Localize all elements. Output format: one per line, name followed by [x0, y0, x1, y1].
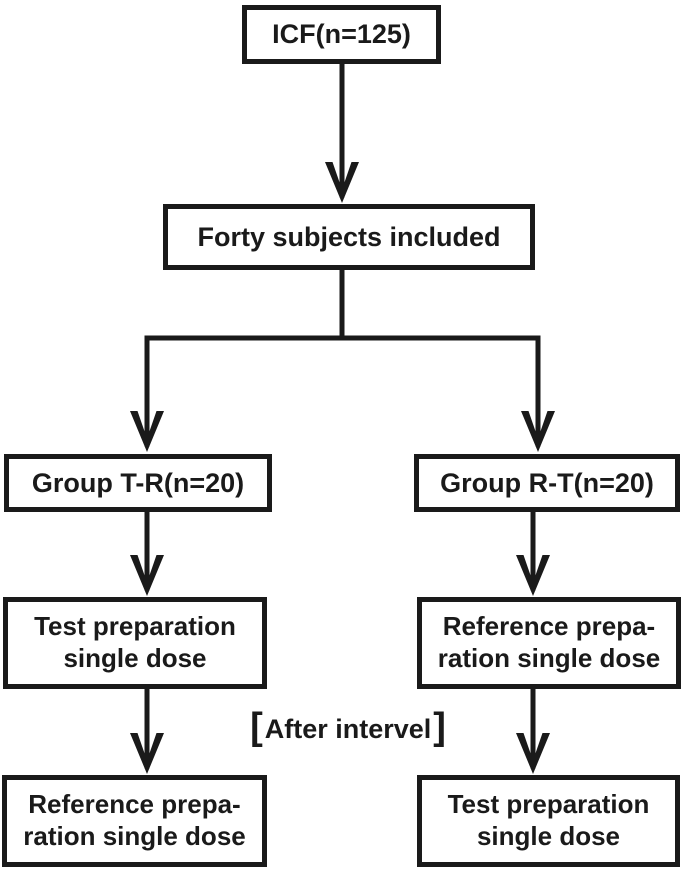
- node-group-rt-label: Group R-T(n=20): [440, 467, 654, 498]
- node-icf-label: ICF(n=125): [272, 19, 411, 50]
- node-test-preparation-second-line2: single dose: [476, 821, 621, 851]
- node-group-rt: Group R-T(n=20): [414, 454, 680, 512]
- after-interval-note-text: After intervel: [264, 713, 432, 744]
- node-group-tr: Group T-R(n=20): [4, 454, 272, 512]
- node-reference-preparation-second-line2: ration single dose: [23, 821, 246, 851]
- branch-included-to-groups: [144, 265, 541, 447]
- node-icf: ICF(n=125): [242, 5, 441, 64]
- open-bracket: [: [250, 706, 263, 748]
- node-test-preparation-second-line1: Test preparation: [447, 789, 650, 820]
- arrowhead-icon: [521, 411, 555, 452]
- node-reference-preparation-first-line1: Reference prepa-: [442, 611, 656, 642]
- arrowhead-icon: [516, 555, 550, 596]
- node-reference-preparation-second: Reference prepa- ration single dose: [2, 775, 267, 867]
- arrowhead-icon: [130, 555, 164, 596]
- node-test-preparation-first-line2: single dose: [63, 643, 207, 673]
- arrowhead-icon: [325, 162, 359, 203]
- node-test-preparation-first-line1: Test preparation: [34, 611, 236, 642]
- arrowhead-icon: [130, 733, 164, 774]
- node-test-preparation-first: Test preparation single dose: [3, 597, 267, 689]
- node-group-tr-label: Group T-R(n=20): [31, 467, 245, 498]
- after-interval-note: [ After intervel ]: [238, 703, 458, 755]
- node-reference-preparation-first-line2: ration single dose: [437, 643, 661, 673]
- arrowhead-icon: [130, 411, 164, 452]
- node-subjects-included: Forty subjects included: [163, 204, 535, 270]
- close-bracket: ]: [433, 706, 446, 748]
- node-reference-preparation-first: Reference prepa- ration single dose: [417, 597, 681, 689]
- node-reference-preparation-second-line1: Reference prepa-: [28, 789, 241, 820]
- node-test-preparation-second: Test preparation single dose: [417, 775, 680, 867]
- arrowhead-icon: [516, 733, 550, 774]
- node-subjects-included-label: Forty subjects included: [197, 221, 501, 252]
